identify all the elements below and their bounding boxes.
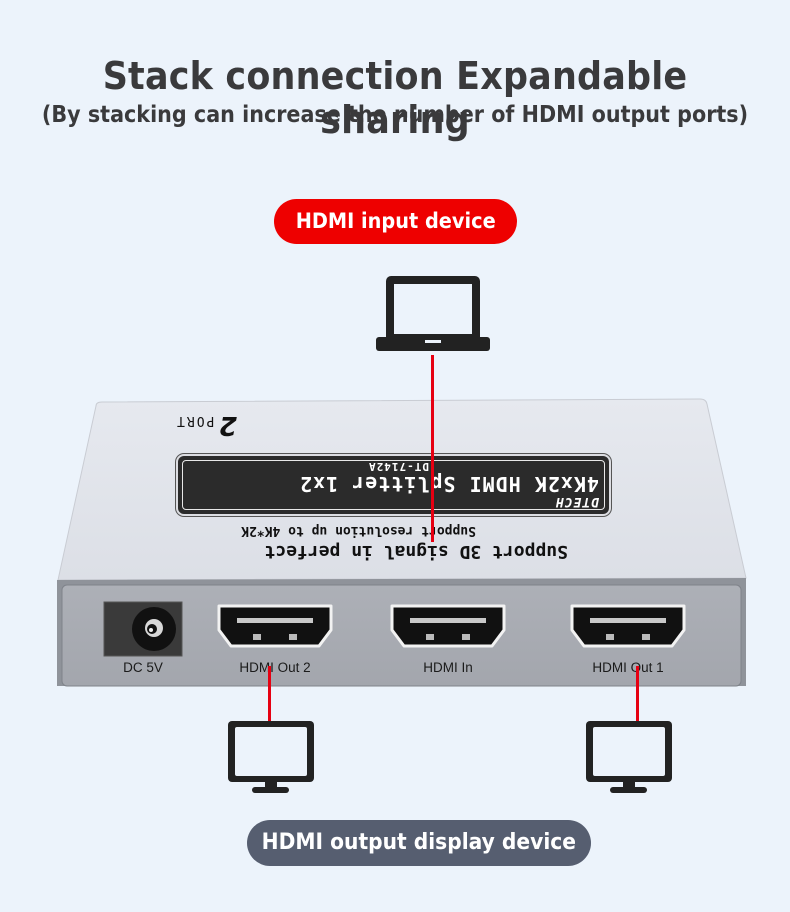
output-device-badge: HDMI output display device	[247, 820, 591, 866]
monitor-icon-left	[228, 721, 314, 793]
feature-text: Support 3D signal in perfect Support res…	[110, 520, 570, 562]
model-number: DT-7142A	[368, 460, 429, 473]
feature-line-2: Support resolution up to 4K*2K	[241, 523, 476, 538]
port-count-word: PORT	[175, 413, 215, 428]
input-cable	[431, 355, 434, 542]
output-cable-2	[268, 666, 271, 722]
port-label-dc: DC 5V	[123, 660, 163, 675]
port-label-hdmi-out-1: HDMI Out 1	[592, 660, 664, 675]
dc-power-jack	[103, 601, 183, 657]
port-label-hdmi-in: HDMI In	[423, 660, 473, 675]
output-device-label: HDMI output display device	[261, 830, 577, 855]
brand-logo: DTECH	[554, 494, 599, 509]
product-name: 4Kx2K HDMI Splitter 1x2	[299, 472, 599, 496]
page-subtitle: (By stacking can increase the number of …	[41, 102, 749, 128]
port-count-marking: 2 PORT	[146, 410, 266, 440]
hdmi-port-out-2	[217, 604, 333, 648]
port-count-number: 2	[218, 410, 237, 440]
port-label-hdmi-out-2: HDMI Out 2	[239, 660, 311, 675]
output-cable-1	[636, 666, 639, 722]
feature-line-1: Support 3D signal in perfect	[264, 541, 568, 562]
monitor-icon-right	[586, 721, 672, 793]
laptop-icon	[376, 276, 490, 351]
page-title: Stack connection Expandable sharing	[102, 54, 688, 142]
hdmi-port-out-1	[570, 604, 686, 648]
product-label-plate: DTECH 4Kx2K HDMI Splitter 1x2 DT-7142A	[178, 456, 609, 514]
hdmi-port-in	[390, 604, 506, 648]
input-device-badge: HDMI input device	[274, 199, 517, 244]
input-device-label: HDMI input device	[295, 209, 496, 233]
